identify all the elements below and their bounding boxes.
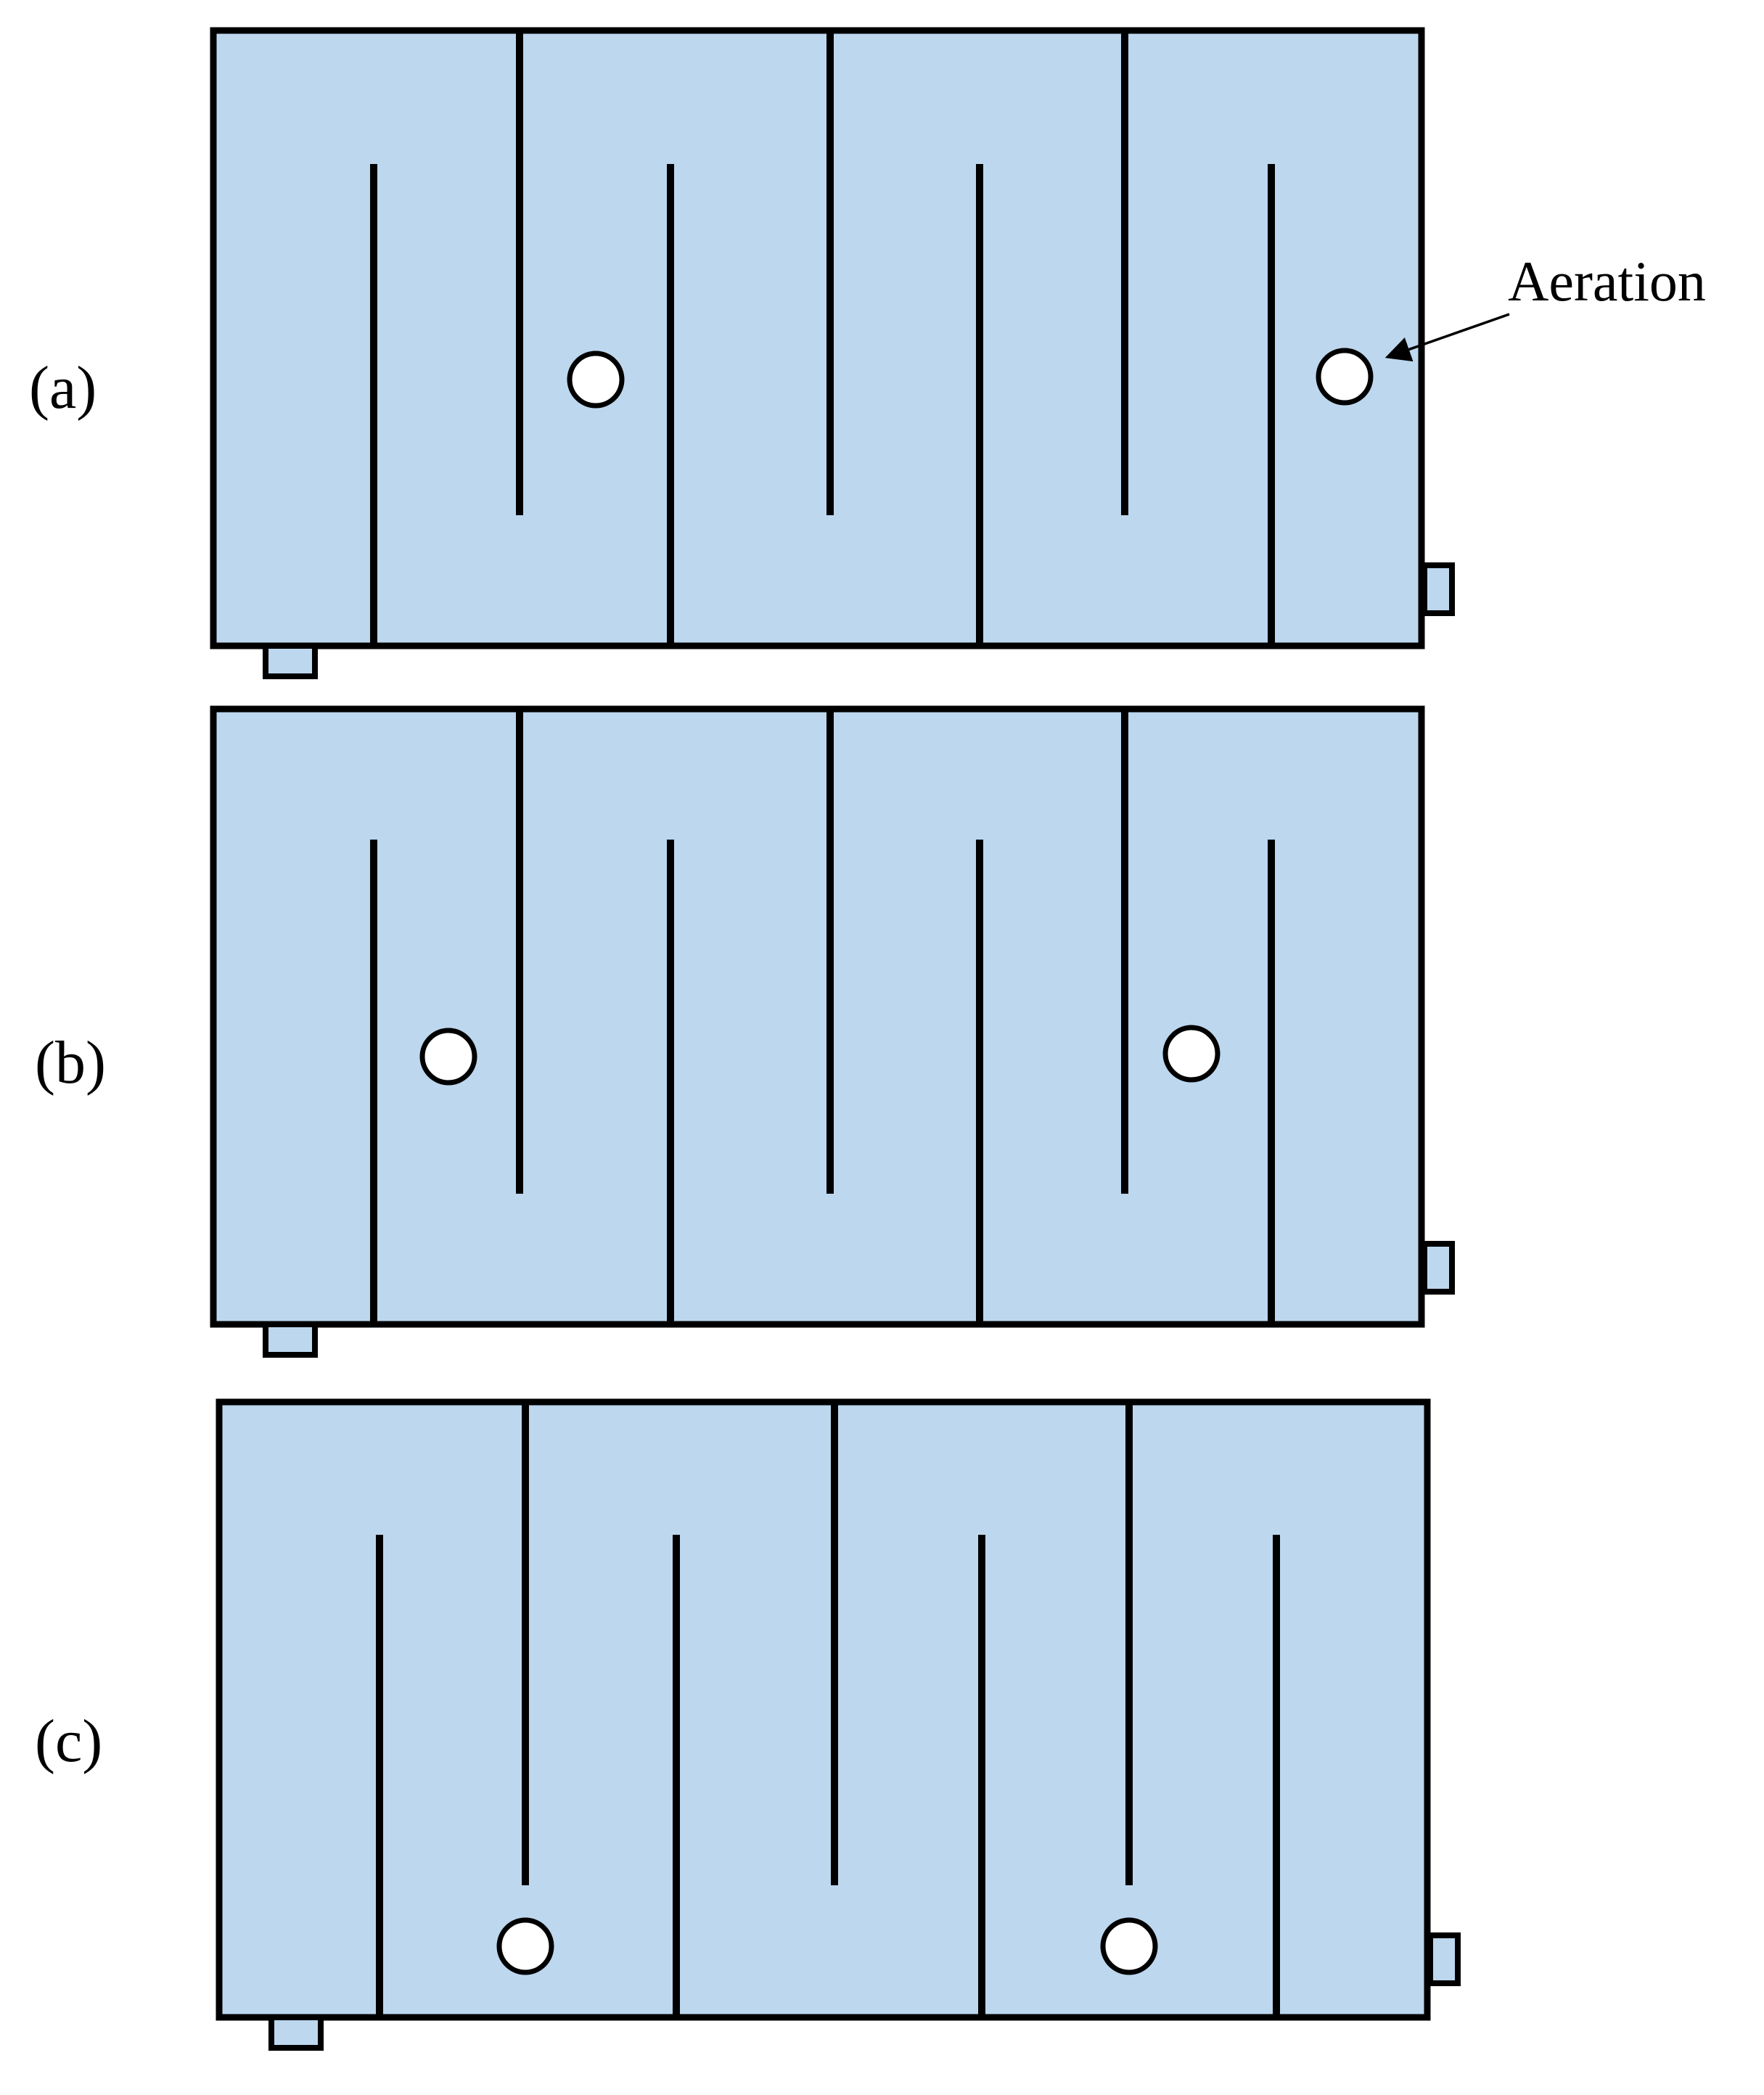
panel-a-tank	[210, 27, 1425, 649]
panel-c: (c)	[35, 1398, 1461, 2051]
panel-b-aerator	[419, 1028, 477, 1086]
panel-a-label: (a)	[29, 354, 97, 422]
panel-a-aerator	[1316, 348, 1374, 406]
panel-c-tank	[216, 1398, 1431, 2021]
panel-c-outlet-port	[1427, 1932, 1461, 1986]
panel-b-label: (b)	[35, 1029, 106, 1096]
panel-b-aerator	[1162, 1025, 1221, 1083]
panel-b-outlet-port	[1422, 1241, 1455, 1295]
panel-b-tank	[210, 705, 1425, 1328]
panel-a-aerator	[567, 350, 625, 409]
aeration-callout-label: Aeration	[1508, 250, 1706, 313]
panel-b-inlet-port	[263, 1321, 318, 1358]
panel-a: (a) Aeration	[29, 27, 1706, 679]
panel-b: (b)	[35, 705, 1455, 1358]
panel-a-inlet-port	[263, 643, 318, 679]
panel-c-inlet-port	[268, 2014, 324, 2051]
panel-a-outlet-port	[1422, 562, 1455, 616]
panel-c-aerator	[1100, 1917, 1158, 1975]
panel-c-aerator	[496, 1917, 554, 1975]
aeration-callout-arrow	[1384, 313, 1510, 362]
panel-c-label: (c)	[35, 1707, 102, 1775]
